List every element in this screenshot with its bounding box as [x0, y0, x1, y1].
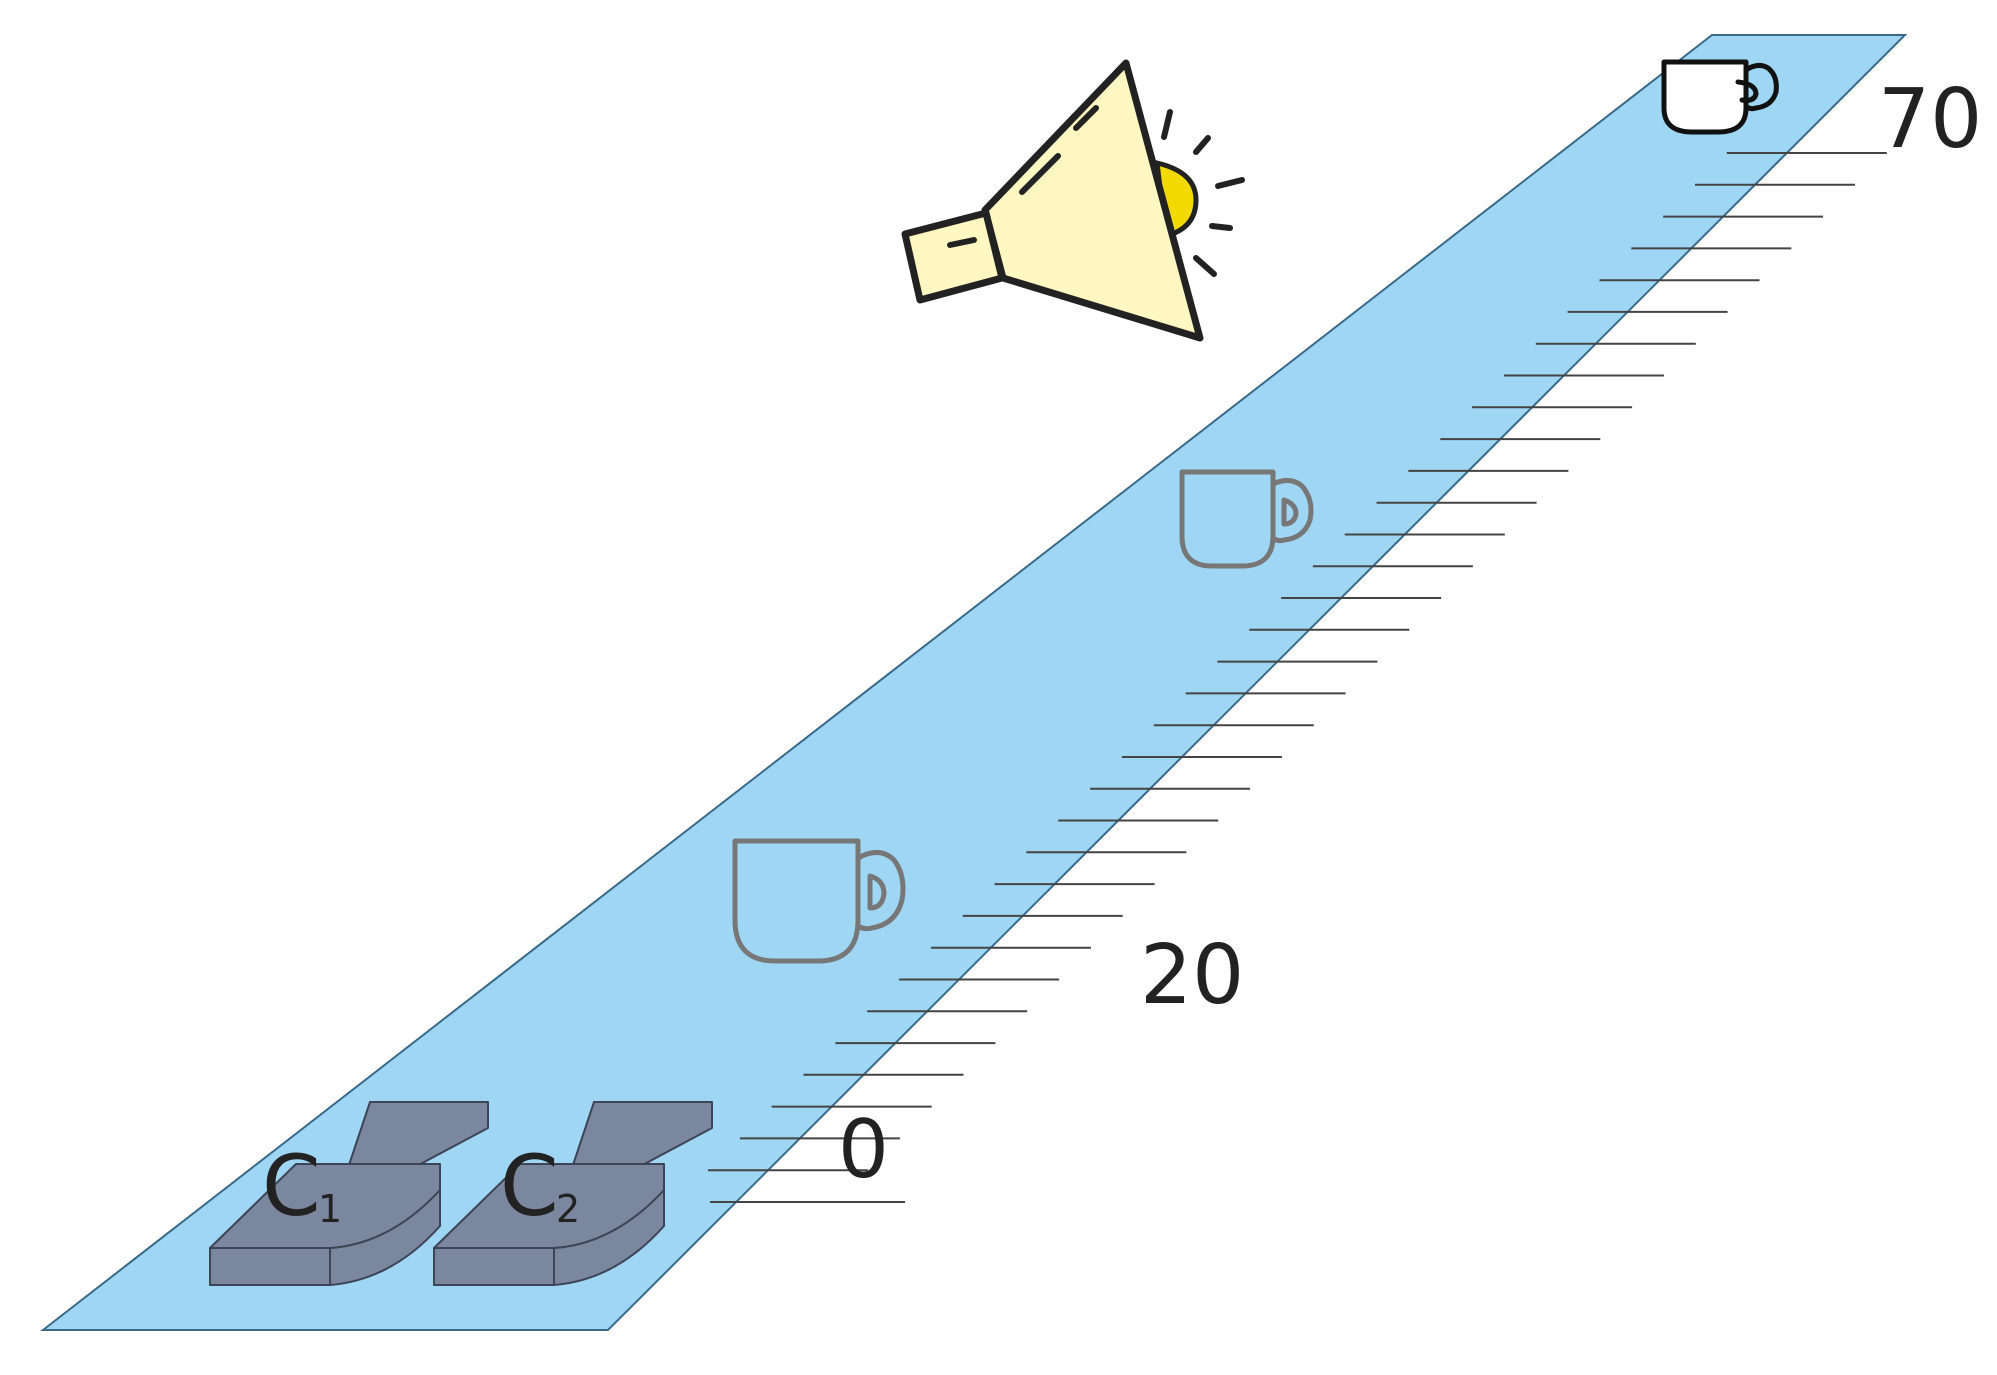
cup-icon	[1661, 59, 1779, 135]
cart-2-subscript: 2	[556, 1187, 580, 1231]
scale-label-0: 0	[838, 1103, 889, 1196]
cart-2: C 2	[433, 1101, 713, 1286]
scale-ticks	[708, 152, 1887, 1203]
track	[40, 34, 1908, 1331]
cart-2-label: C	[500, 1137, 559, 1235]
horn-icon	[901, 59, 1245, 342]
cart-1: C 1	[209, 1101, 489, 1286]
scale-label-70: 70	[1878, 72, 1982, 167]
cup-icon	[1179, 469, 1314, 569]
scale-label-20: 20	[1140, 928, 1244, 1023]
cart-1-subscript: 1	[318, 1187, 342, 1231]
cup-icon	[732, 838, 906, 964]
cart-1-label: C	[262, 1137, 321, 1235]
